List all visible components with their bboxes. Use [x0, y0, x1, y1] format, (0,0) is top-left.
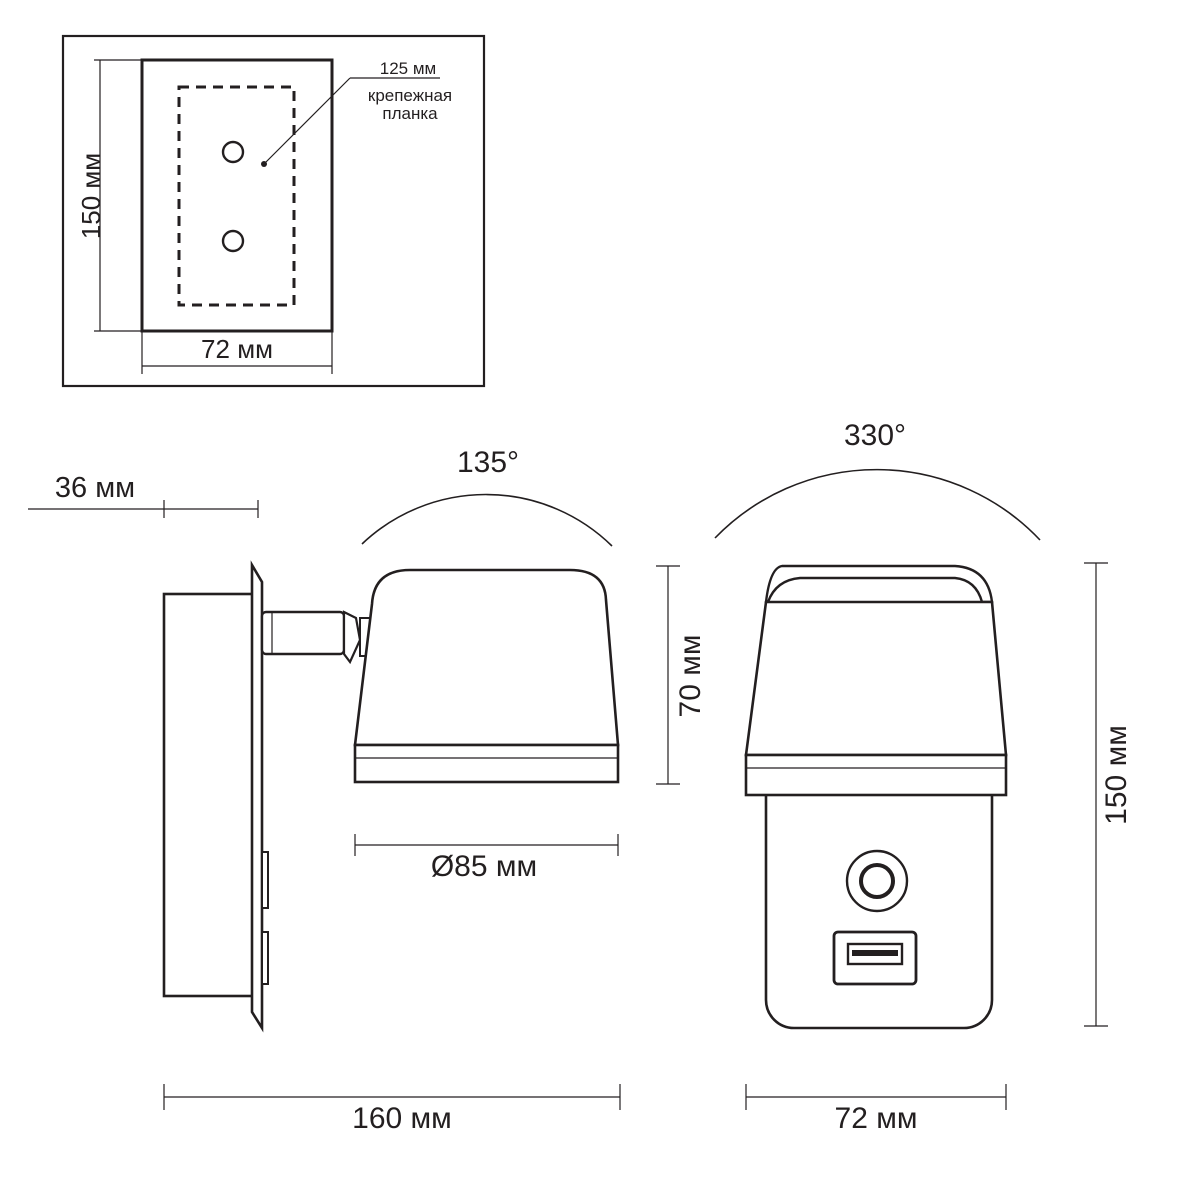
usb-port-contact	[852, 950, 898, 956]
shade-height-dimension	[656, 565, 680, 785]
rotation-arc	[714, 468, 1041, 541]
shade-top-rim	[764, 564, 994, 604]
depth-dimension	[28, 500, 259, 518]
side-view: 36 мм 135° 70 мм Ø85 мм	[28, 446, 707, 1135]
front-view: 330° 150 мм 72 мм	[714, 419, 1133, 1135]
mount-plate-frame	[61, 34, 486, 388]
mount-plate-outline	[140, 58, 334, 333]
projection-label: 160 мм	[352, 1102, 452, 1135]
plate-width-dimension	[141, 331, 333, 374]
depth-label: 36 мм	[55, 472, 135, 504]
shade-height-label: 70 мм	[674, 635, 707, 718]
tilt-angle-label: 135°	[457, 446, 519, 479]
bracket-size-label: 125 мм	[380, 59, 436, 78]
plate-height-label: 150 мм	[76, 153, 106, 239]
shade-diameter-dimension	[354, 834, 619, 856]
mount-plate-view: 125 мм крепежная планка 150 мм 72 мм	[61, 34, 486, 388]
rotation-angle-label: 330°	[844, 419, 906, 452]
screw-hole-top	[221, 140, 245, 164]
lamp-shade-front	[744, 600, 1008, 757]
switch-bump	[261, 851, 269, 909]
plate-width-label: 72 мм	[201, 334, 273, 364]
arm-joint	[342, 610, 362, 665]
lamp-diffuser-side	[353, 743, 620, 784]
shade-diameter-label: Ø85 мм	[431, 850, 537, 883]
switch-button	[859, 863, 895, 899]
projection-dimension	[163, 1084, 621, 1110]
tilt-arc	[361, 493, 613, 547]
plate-height-dimension	[94, 59, 142, 332]
bracket-leader-line	[263, 77, 351, 165]
lamp-shade-side	[353, 568, 620, 747]
front-width-dimension	[745, 1084, 1007, 1110]
lamp-diffuser-front	[744, 753, 1008, 797]
bracket-name-line2: планка	[382, 104, 438, 123]
wall-box	[162, 592, 256, 998]
screw-hole-bottom	[221, 229, 245, 253]
front-height-label: 150 мм	[1100, 725, 1133, 825]
arm	[260, 610, 346, 656]
bracket-name-line1: крепежная	[368, 86, 452, 105]
front-width-label: 72 мм	[835, 1102, 918, 1135]
mounting-bracket-outline	[177, 85, 296, 307]
usb-bump	[261, 931, 269, 985]
front-height-dimension	[1084, 562, 1108, 1027]
wall-plate	[250, 560, 264, 1033]
